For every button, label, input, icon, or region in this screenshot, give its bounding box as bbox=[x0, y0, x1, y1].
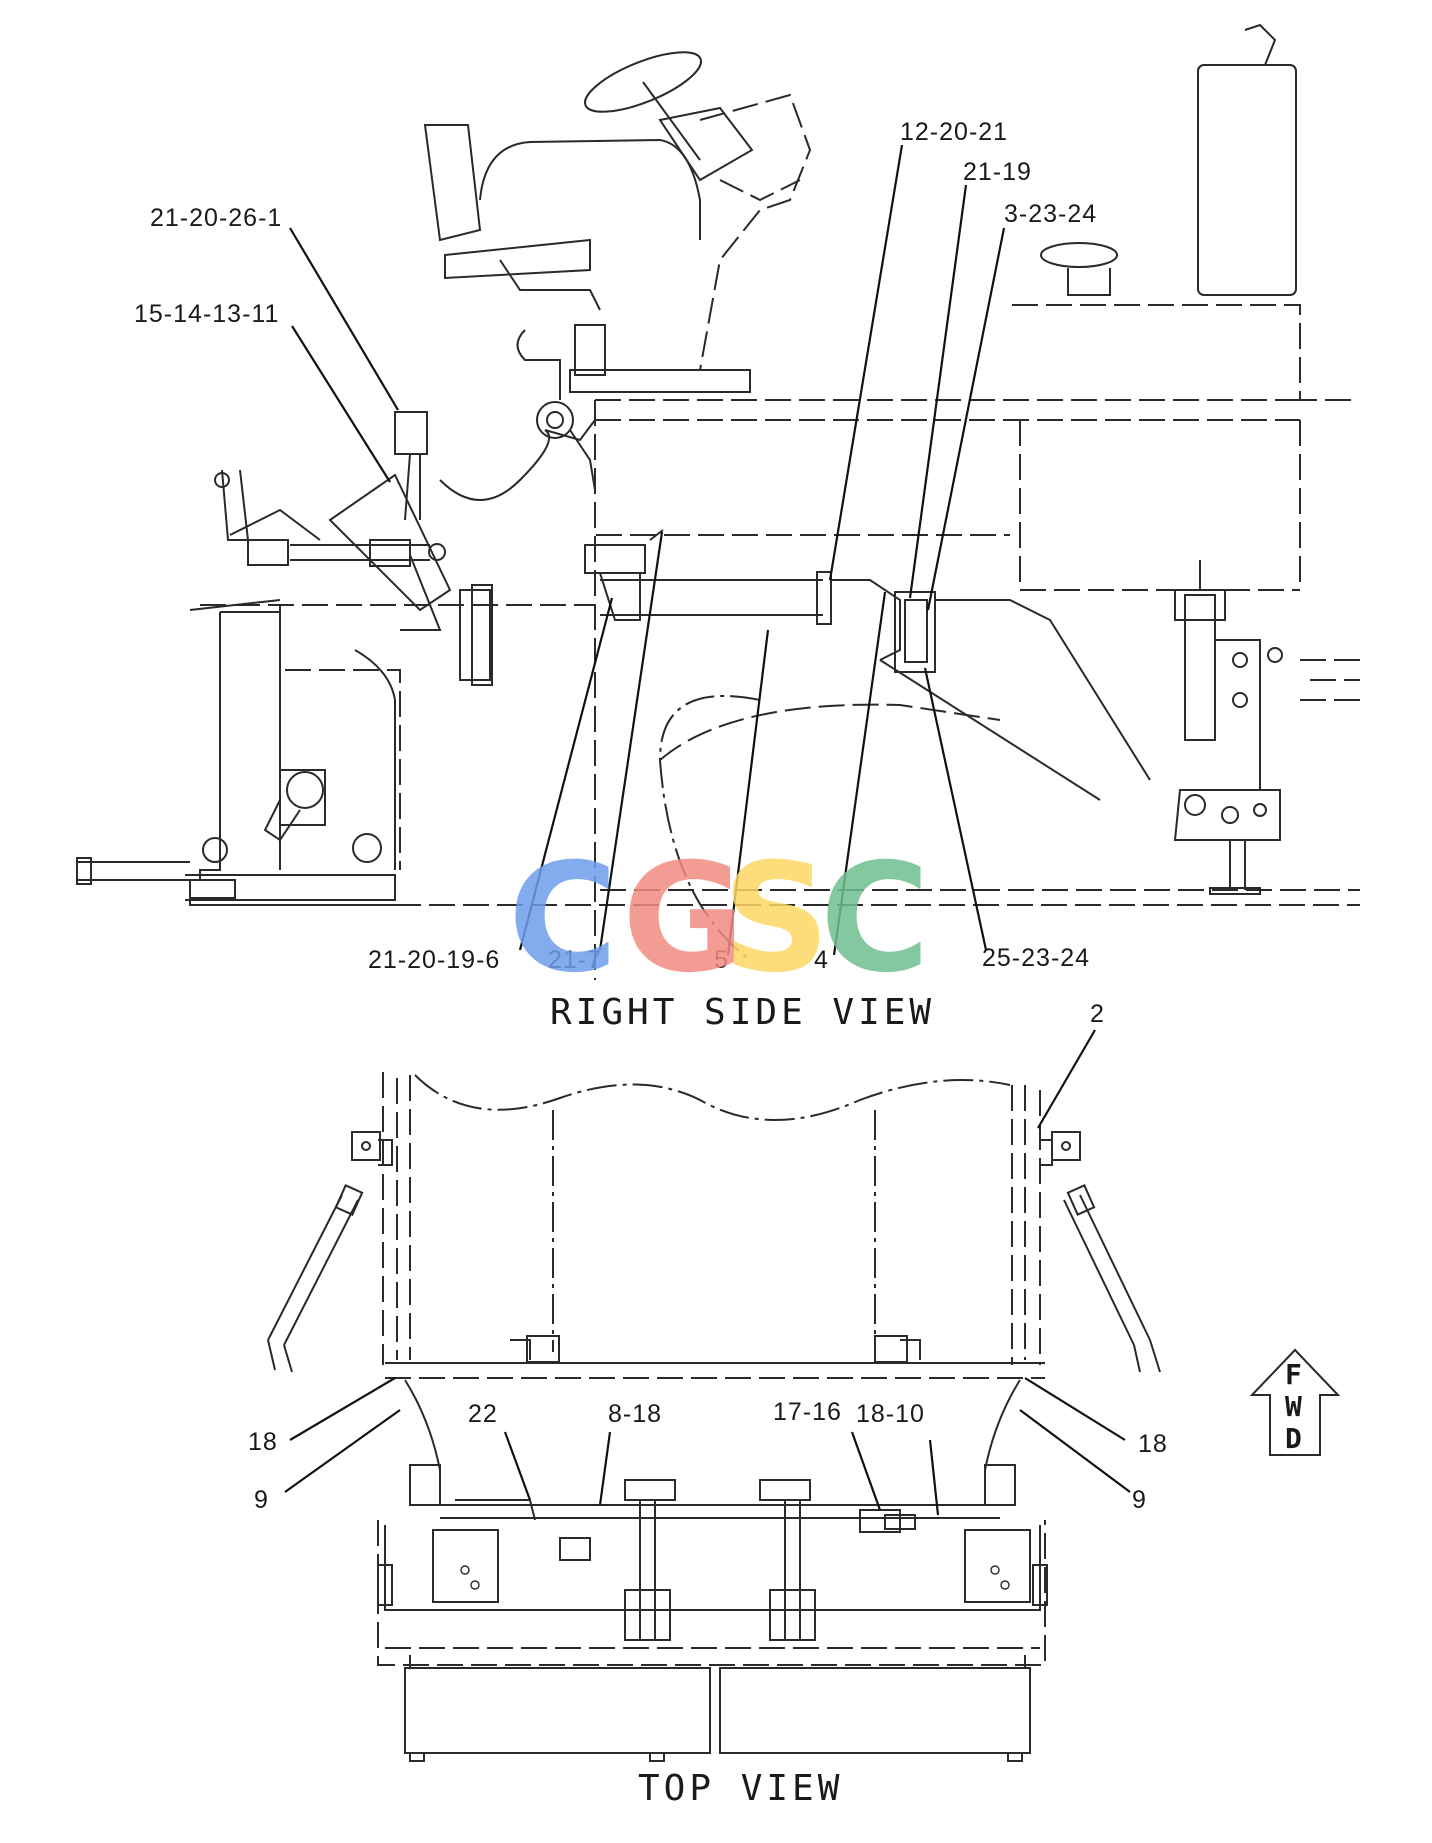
callout-22: 22 bbox=[468, 1400, 498, 1428]
watermark-letter-3: S bbox=[722, 832, 830, 1006]
callout-9-right: 9 bbox=[1132, 1486, 1147, 1514]
callout-3-23-24: 3-23-24 bbox=[1004, 200, 1097, 228]
watermark-letter-1: C bbox=[508, 832, 618, 1006]
watermark-letter-2: G bbox=[622, 832, 745, 1006]
cgsc-watermark: C G S C bbox=[508, 832, 930, 1006]
forward-arrow: F W D bbox=[1249, 1348, 1341, 1456]
callout-17-16: 17-16 bbox=[773, 1398, 842, 1426]
callout-9-left: 9 bbox=[254, 1486, 269, 1514]
side-view-leaders bbox=[289, 144, 1006, 956]
top-view-leaders bbox=[284, 1029, 1131, 1516]
callout-18-right: 18 bbox=[1138, 1430, 1168, 1458]
watermark-letter-4: C bbox=[820, 832, 930, 1006]
callout-21-20-19-6: 21-20-19-6 bbox=[368, 946, 500, 974]
fwd-letter-d: D bbox=[1285, 1422, 1302, 1455]
top-view-title: TOP VIEW bbox=[638, 1768, 843, 1809]
callout-12-20-21: 12-20-21 bbox=[900, 118, 1008, 146]
callout-25-23-24: 25-23-24 bbox=[982, 944, 1090, 972]
callout-5: 5 bbox=[714, 946, 729, 974]
callout-8-18: 8-18 bbox=[608, 1400, 662, 1428]
fwd-letter-f: F bbox=[1285, 1358, 1302, 1391]
fwd-letter-w: W bbox=[1285, 1390, 1302, 1423]
callout-18-10: 18-10 bbox=[856, 1400, 925, 1428]
right-side-view-title: RIGHT SIDE VIEW bbox=[550, 992, 935, 1033]
callout-15-14-13-11: 15-14-13-11 bbox=[134, 300, 279, 328]
right-side-view-drawing bbox=[76, 23, 1360, 980]
top-view-drawing bbox=[267, 1072, 1161, 1762]
callout-18-left: 18 bbox=[248, 1428, 278, 1456]
callout-21-7: 21-7 bbox=[548, 946, 602, 974]
side-view-callouts: 21-20-26-1 15-14-13-11 12-20-21 21-19 3-… bbox=[134, 118, 1097, 974]
callout-21-19: 21-19 bbox=[963, 158, 1032, 186]
callout-4: 4 bbox=[814, 946, 829, 974]
callout-21-20-26-1: 21-20-26-1 bbox=[150, 204, 282, 232]
top-view-callouts: 2 18 9 22 8-18 17-16 18-10 18 9 bbox=[248, 1000, 1168, 1514]
callout-2: 2 bbox=[1090, 1000, 1105, 1028]
